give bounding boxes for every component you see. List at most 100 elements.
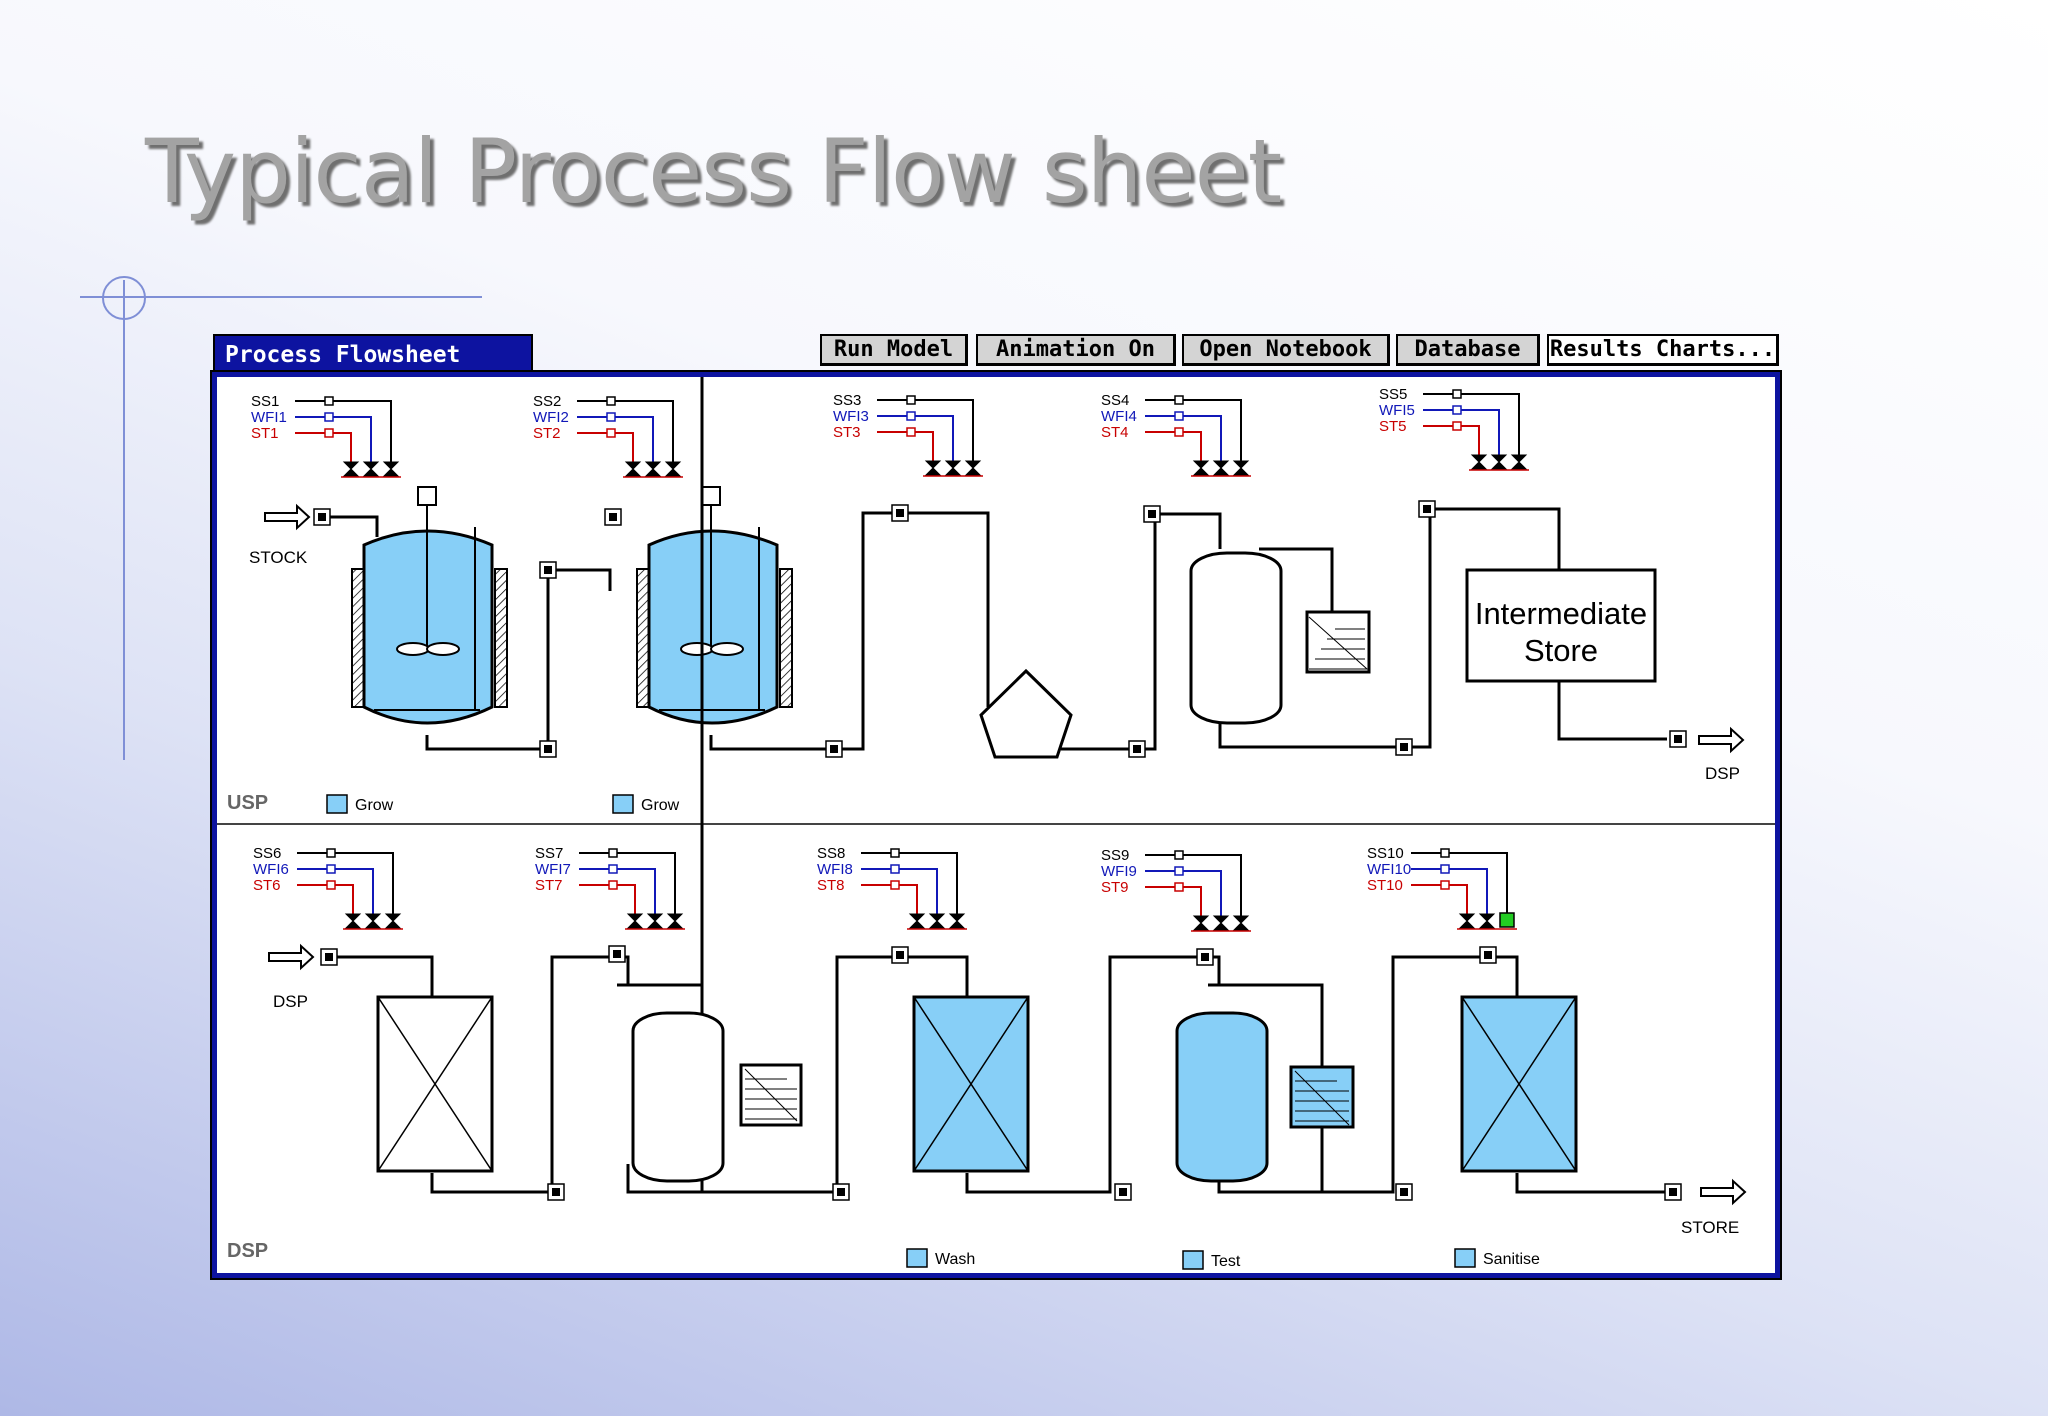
valve-icon [1192, 460, 1210, 476]
utility-line [615, 400, 674, 463]
utility-line [1461, 393, 1520, 456]
legend-label: Sanitise [1483, 1251, 1540, 1268]
stock-label: STOCK [249, 548, 308, 567]
pipe-nozzle [539, 561, 557, 579]
wfi-label: WFI1 [251, 409, 287, 426]
ss-label: SS7 [535, 845, 563, 862]
utility-line [615, 416, 654, 463]
utility-line [1183, 431, 1202, 462]
pipe-nozzle [891, 504, 909, 522]
st-label: ST7 [535, 877, 563, 894]
results-charts-button[interactable]: Results Charts... [1547, 334, 1779, 366]
valve-icon [342, 461, 360, 477]
valve-icon [1232, 915, 1250, 931]
window-tab[interactable]: Process Flowsheet [213, 334, 533, 372]
valve-icon [1212, 460, 1230, 476]
valve-icon [944, 460, 962, 476]
utility-nozzle [608, 848, 618, 858]
pipe-nozzle [539, 740, 557, 758]
valve-icon [948, 913, 966, 929]
wfi-label: WFI2 [533, 409, 569, 426]
usp-arrows [264, 503, 1745, 754]
st-label: ST10 [1367, 877, 1403, 894]
flowsheet-canvas: Intermediate Store STOCK DSP USP [210, 370, 1782, 1280]
utility-nozzle [1452, 405, 1462, 415]
utility-nozzle [606, 412, 616, 422]
valve-icon [364, 913, 382, 929]
pipe-nozzle [1664, 1183, 1682, 1201]
utility-line [333, 400, 392, 463]
utility-nozzle [1440, 864, 1450, 874]
utility-line [1183, 870, 1222, 917]
ss-label: SS10 [1367, 845, 1404, 862]
utility-nozzle [890, 864, 900, 874]
utility-line [899, 852, 958, 915]
st-label: ST8 [817, 877, 845, 894]
utility-nozzle [1452, 389, 1462, 399]
decorative-circle [102, 276, 146, 320]
pipe-nozzle [1395, 1183, 1413, 1201]
valve-icon [964, 460, 982, 476]
utility-line [335, 868, 374, 915]
wfi-label: WFI5 [1379, 402, 1415, 419]
valve-icon [664, 461, 682, 477]
valve-icon [362, 461, 380, 477]
pipe-nozzle [320, 948, 338, 966]
valve-icon [908, 913, 926, 929]
utility-nozzle [1440, 880, 1450, 890]
utility-line [1461, 409, 1500, 456]
utility-line [1183, 415, 1222, 462]
animation-toggle-button[interactable]: Animation On [976, 334, 1176, 366]
utility-nozzle [1452, 421, 1462, 431]
valve-icon [626, 913, 644, 929]
utility-nozzle [606, 396, 616, 406]
utility-line [617, 884, 636, 915]
utility-line [899, 868, 938, 915]
utility-nozzle [326, 880, 336, 890]
wfi-label: WFI9 [1101, 863, 1137, 880]
flowsheet-diagram: Intermediate Store STOCK DSP USP [217, 377, 1775, 1270]
pipe-nozzle [1418, 500, 1436, 518]
store-label: Intermediate [1475, 596, 1647, 631]
run-model-button[interactable]: Run Model [820, 334, 968, 366]
utility-line [1183, 886, 1202, 917]
utility-line [1461, 425, 1480, 456]
valve-icon [1510, 454, 1528, 470]
legend-swatch [1454, 1248, 1476, 1268]
ss-label: SS6 [253, 845, 281, 862]
nozzle-layer [313, 500, 1687, 1201]
valve-icon [382, 461, 400, 477]
dsp-outlet-label: DSP [1705, 764, 1740, 783]
utility-nozzle [906, 411, 916, 421]
utility-line [899, 884, 918, 915]
valve-icon [384, 913, 402, 929]
ss-label: SS8 [817, 845, 845, 862]
database-button[interactable]: Database [1396, 334, 1540, 366]
dsp-equipment [376, 995, 1578, 1183]
dsp-inlet-label: DSP [273, 992, 308, 1011]
pipe-nozzle [1143, 505, 1161, 523]
utility-line [333, 432, 352, 463]
utility-nozzle [324, 428, 334, 438]
valve-icon [644, 461, 662, 477]
legend-label: Grow [355, 797, 394, 814]
valve-icon [1490, 454, 1508, 470]
utility-nozzle [890, 880, 900, 890]
dsp-arrows [268, 943, 1747, 1206]
utility-line [617, 868, 656, 915]
utility-nozzle [906, 395, 916, 405]
open-notebook-button[interactable]: Open Notebook [1182, 334, 1390, 366]
utility-line [335, 852, 394, 915]
usp-equipment: Intermediate Store [351, 486, 1657, 759]
valve-icon [1232, 460, 1250, 476]
utility-nozzle [608, 864, 618, 874]
valve-icon [1192, 915, 1210, 931]
legend-label: Grow [641, 797, 680, 814]
st-label: ST5 [1379, 418, 1407, 435]
